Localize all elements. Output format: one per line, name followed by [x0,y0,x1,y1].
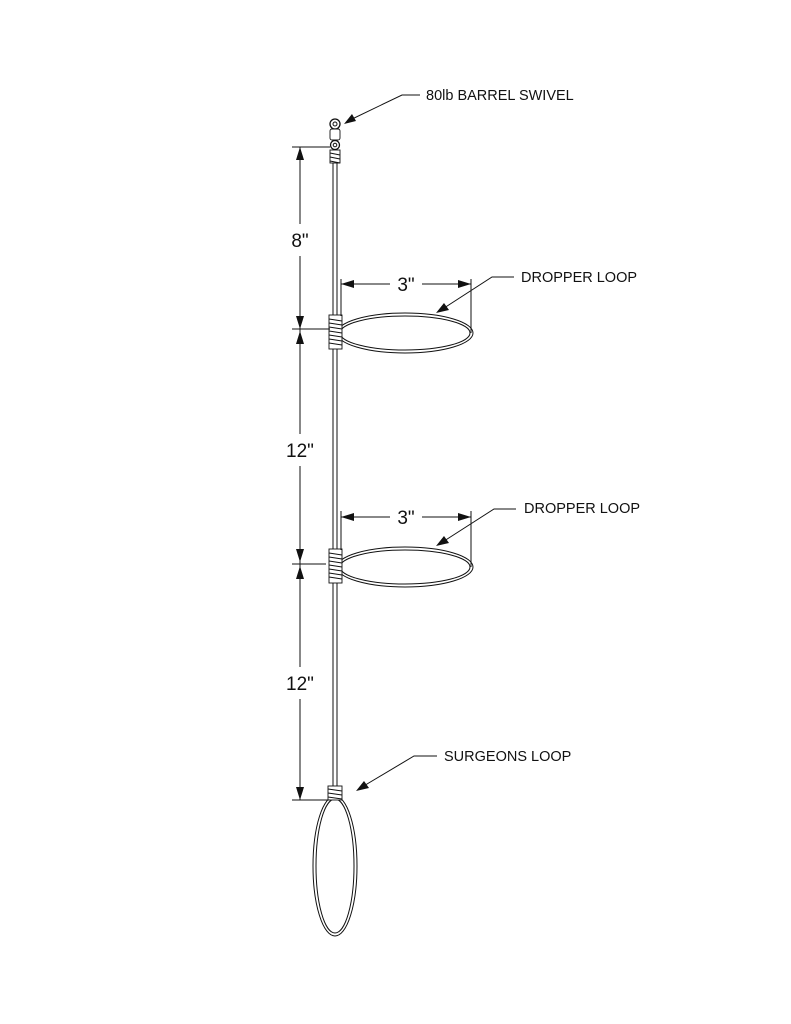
callout-swivel: 80lb BARREL SWIVEL [426,88,574,104]
callout-leader-dropper-1 [436,276,514,313]
callout-dropper-2: DROPPER LOOP [524,501,640,517]
dimension-top-spacing: 8" [291,231,308,252]
callout-leader-swivel [344,94,420,124]
callout-surgeons: SURGEONS LOOP [444,749,571,765]
loop-1-width-dimension [340,279,472,333]
dimension-bottom-spacing: 12" [286,674,314,695]
callout-leader-surgeons [356,755,437,791]
dropper-loop-2 [328,546,474,588]
barrel-swivel [329,118,341,164]
loop-2-width-dimension [340,511,472,567]
callout-dropper-1: DROPPER LOOP [521,270,637,286]
dimension-loop-2-width: 3" [397,508,414,529]
dimension-middle-spacing: 12" [286,441,314,462]
surgeons-loop [312,785,358,937]
dropper-loop-1 [328,312,474,354]
dimension-loop-1-width: 3" [397,275,414,296]
main-leader-line [332,163,338,790]
callout-leader-dropper-2 [436,508,516,546]
vertical-dimension [282,146,330,801]
